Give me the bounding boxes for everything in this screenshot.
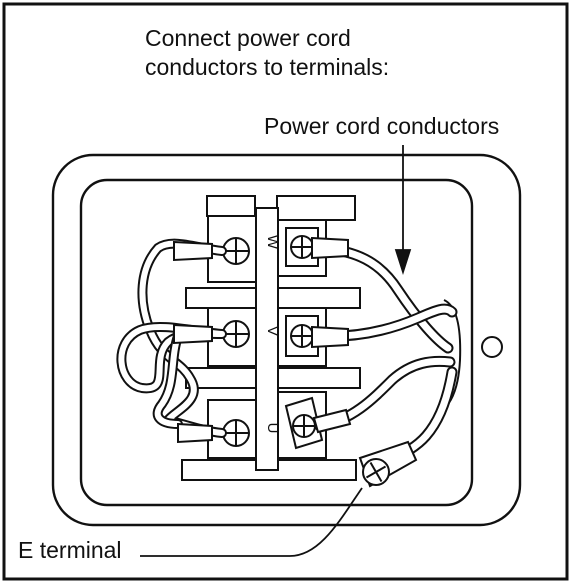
- terminal-letter-u: U: [264, 423, 281, 434]
- terminal-letter-w: W: [264, 235, 281, 250]
- diagram-title-line-1: Connect power cord: [145, 25, 351, 51]
- diagram-title-line-2: conductors to terminals:: [145, 54, 390, 80]
- right-lugs: [311, 236, 352, 434]
- power-cord-label: Power cord conductors: [264, 113, 500, 139]
- left-lugs: [173, 240, 213, 444]
- diagram-title: Connect power cord conductors to termina…: [145, 24, 389, 82]
- terminal-block: [181, 195, 361, 481]
- terminal-w: [207, 215, 327, 283]
- terminal-letter-v: V: [264, 326, 281, 336]
- e-terminal: [358, 440, 418, 488]
- e-terminal-label: E terminal: [18, 537, 122, 563]
- terminal-letters: W V U: [264, 235, 281, 434]
- mounting-hole-icon: [481, 336, 503, 358]
- leader-lines: [140, 145, 412, 557]
